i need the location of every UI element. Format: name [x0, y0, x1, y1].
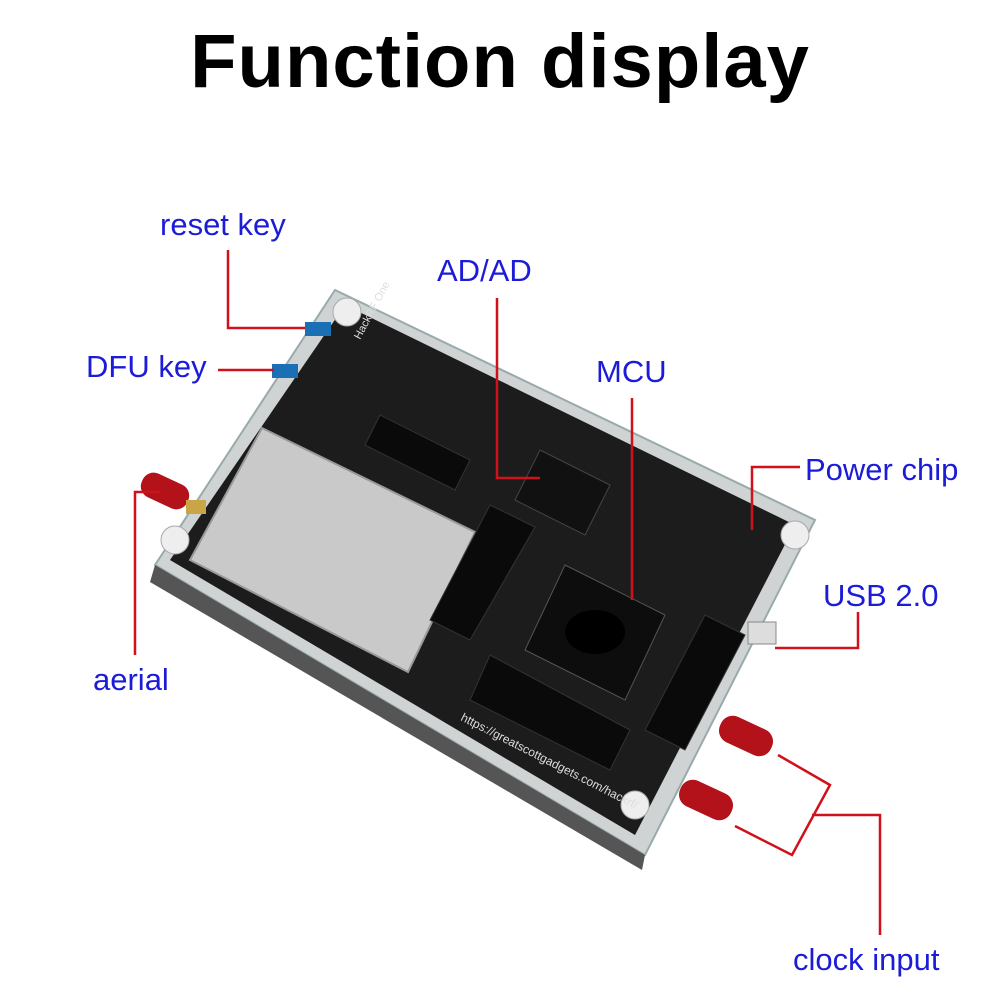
clock-leader-main: [812, 813, 882, 935]
reset-key-leader: [226, 250, 305, 330]
usb-leader: [775, 612, 860, 650]
label-power-chip: Power chip: [805, 452, 959, 487]
ad-leader: [495, 298, 540, 480]
header: [469, 654, 631, 771]
aerial-leader: [133, 490, 160, 655]
power-chip-leader: [750, 465, 800, 530]
label-clock-input: clock input: [793, 942, 940, 977]
usb-port: [747, 621, 777, 645]
rf-shield: [188, 426, 477, 674]
label-aerial: aerial: [93, 662, 169, 697]
label-dfu-key: DFU key: [86, 349, 207, 384]
reset-button: [305, 322, 331, 336]
leader-lines: [133, 250, 882, 935]
page-title: Function display: [190, 19, 810, 104]
label-usb: USB 2.0: [823, 578, 939, 613]
adc-chip: [514, 449, 611, 536]
clock-leader: [734, 753, 832, 857]
header: [364, 414, 471, 491]
header: [429, 504, 536, 641]
clock-connector: [678, 715, 774, 821]
header: [644, 614, 746, 751]
label-mcu: MCU: [596, 354, 667, 389]
label-ad-ad: AD/AD: [437, 253, 532, 288]
antenna-connector: [140, 472, 206, 514]
label-reset-key: reset key: [160, 207, 286, 242]
dfu-button: [272, 364, 298, 378]
